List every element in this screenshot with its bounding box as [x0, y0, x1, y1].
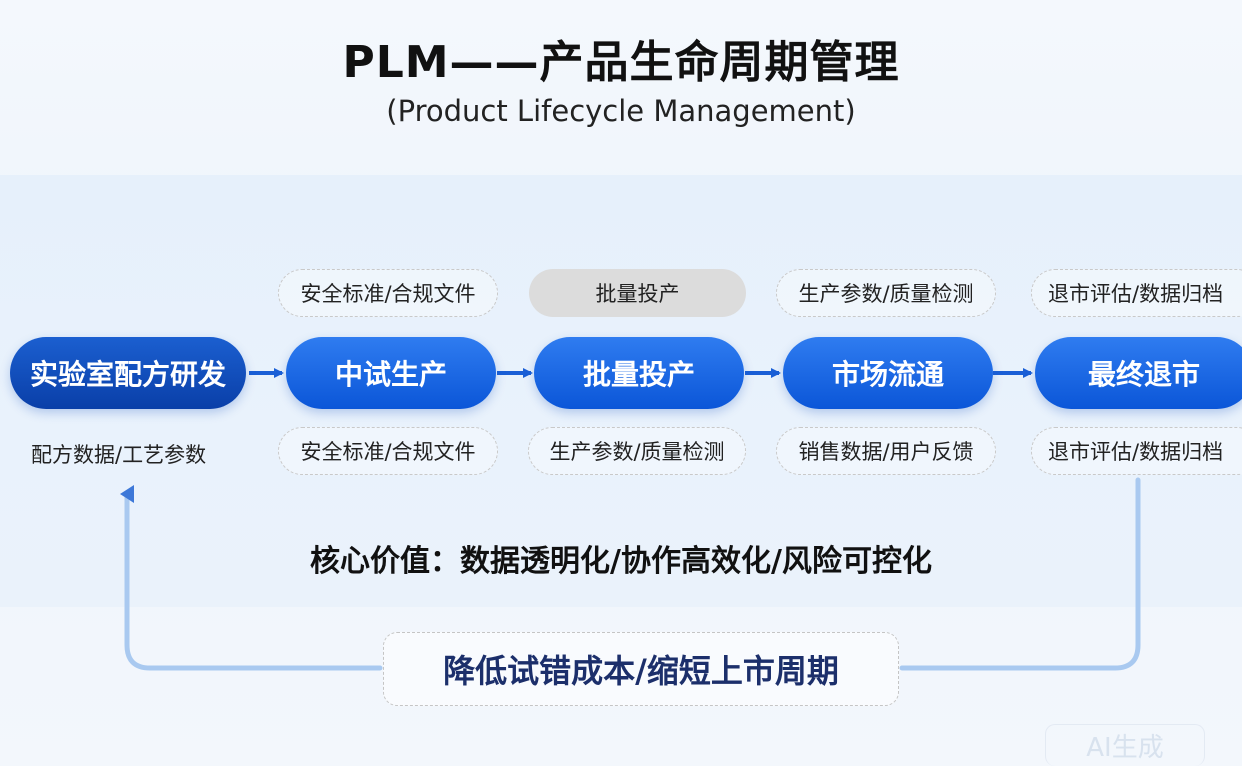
- stage-mass-production: 批量投产: [534, 337, 744, 409]
- stage-label: 最终退市: [1087, 358, 1200, 391]
- page-title: PLM——产品生命周期管理: [342, 37, 900, 88]
- stage-lab-bottom-note: 配方数据/工艺参数: [31, 443, 207, 467]
- page-subtitle: (Product Lifecycle Management): [386, 94, 856, 128]
- stage-market-circulation: 市场流通: [783, 337, 993, 409]
- stage-market-bottom-note: 销售数据/用户反馈: [776, 427, 996, 475]
- note-text: 生产参数/质量检测: [549, 440, 725, 464]
- stage-pilot-bottom-note: 安全标准/合规文件: [278, 427, 498, 475]
- stage-label: 批量投产: [582, 358, 695, 391]
- stage-exit-bottom-note: 退市评估/数据归档: [1031, 427, 1242, 475]
- note-text: 安全标准/合规文件: [300, 440, 476, 464]
- feedback-loop-right: [899, 477, 1141, 671]
- note-text: 退市评估/数据归档: [1048, 282, 1224, 306]
- core-value-statement: 核心价值：数据透明化/协作高效化/风险可控化: [310, 544, 932, 579]
- ai-generated-watermark: AI生成: [1045, 724, 1205, 766]
- stage-mass-top-note: 批量投产: [529, 269, 746, 317]
- note-text: 销售数据/用户反馈: [798, 440, 974, 464]
- stage-final-exit: 最终退市: [1035, 337, 1242, 409]
- note-text: 批量投产: [595, 282, 680, 306]
- stage-label: 中试生产: [334, 358, 447, 391]
- feedback-loop-left: [120, 485, 383, 671]
- stage-lab-formula-rd: 实验室配方研发: [10, 337, 246, 409]
- stage-exit-top-note: 退市评估/数据归档: [1031, 269, 1242, 317]
- note-text: 安全标准/合规文件: [300, 282, 476, 306]
- stage-market-top-note: 生产参数/质量检测: [776, 269, 996, 317]
- stage-pilot-production: 中试生产: [286, 337, 496, 409]
- note-text: 生产参数/质量检测: [798, 282, 974, 306]
- stage-pilot-top-note: 安全标准/合规文件: [278, 269, 498, 317]
- stage-mass-bottom-note: 生产参数/质量检测: [528, 427, 746, 475]
- feedback-benefit-text: 降低试错成本/缩短上市周期: [443, 652, 839, 690]
- feedback-benefit-box: 降低试错成本/缩短上市周期: [383, 632, 899, 706]
- note-text: 退市评估/数据归档: [1048, 440, 1224, 464]
- stage-label: 市场流通: [831, 358, 944, 391]
- stage-label: 实验室配方研发: [29, 358, 226, 391]
